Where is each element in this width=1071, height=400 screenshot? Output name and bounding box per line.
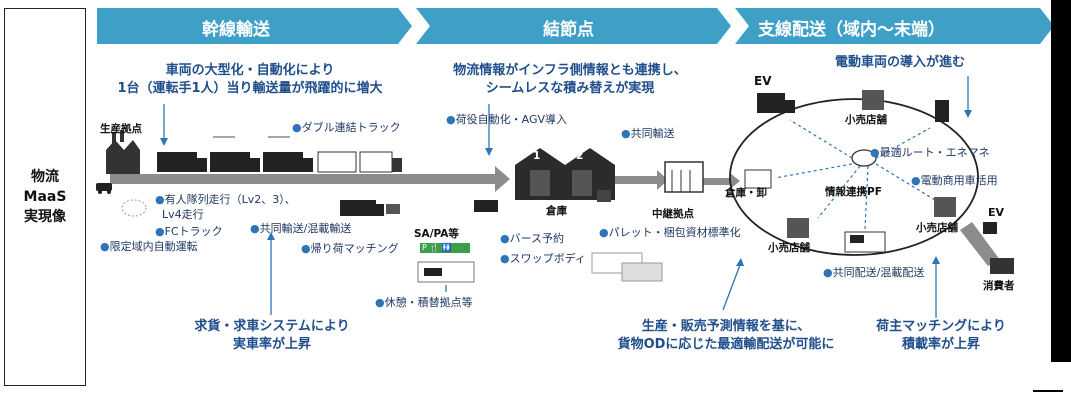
delivery-loop bbox=[729, 98, 979, 256]
bullet-joint-transport: ●共同輸送/混載輸送 bbox=[250, 222, 352, 235]
trunk-bottom-line2: 実車率が上昇 bbox=[232, 337, 311, 352]
sapa-parking bbox=[417, 261, 475, 283]
phase-label-node: 結節点 bbox=[543, 20, 594, 40]
bullet-limited-area: ●限定域内自動運転 bbox=[100, 240, 198, 253]
double-trailer-truck bbox=[317, 151, 402, 173]
phase-banner-node bbox=[416, 8, 731, 44]
right-edge-bar bbox=[1051, 0, 1071, 362]
branch-bottom-line1: 荷主マッチングにより bbox=[876, 319, 1006, 334]
node-wholesale: 倉庫・卸 bbox=[725, 187, 767, 199]
bullet-return-matching: ●帰り荷マッチング bbox=[301, 242, 399, 255]
info-links bbox=[774, 119, 936, 231]
bullet-berth: ●バース予約 bbox=[500, 232, 565, 245]
node-store-right: 小売店舗 bbox=[916, 222, 958, 234]
bullet-rest-area: ●休憩・積替拠点等 bbox=[375, 296, 473, 309]
bullet-platoon-lv4: Lv4走行 bbox=[162, 208, 204, 221]
node-consumer: 消費者 bbox=[983, 280, 1015, 292]
platoon-trucks bbox=[157, 136, 313, 172]
bottom-edge-line bbox=[1033, 390, 1063, 392]
factory-icon bbox=[106, 130, 140, 174]
trunk-bottom-line1: 求貨・求車システムにより bbox=[194, 319, 350, 334]
phase-label-branch: 支線配送（域内～末端） bbox=[758, 20, 945, 40]
ev-van-bottom bbox=[844, 231, 886, 253]
bullet-double-trailer: ●ダブル連結トラック bbox=[292, 121, 401, 134]
bullet-agv: ●荷役自動化・AGV導入 bbox=[446, 113, 567, 126]
branch-headline: 電動車両の導入が進む bbox=[834, 55, 965, 70]
node-bottom-line1: 生産・販売予測情報を基に、 bbox=[641, 319, 811, 334]
node-road bbox=[615, 176, 657, 184]
store-icon-left bbox=[787, 218, 809, 238]
node-headline-line2: シームレスな積み替えが実現 bbox=[485, 81, 655, 96]
node-relay: 中継拠点 bbox=[652, 208, 694, 220]
node-info-pf: 情報連携PF bbox=[825, 186, 882, 198]
store-icon-right bbox=[934, 197, 956, 217]
consumer-icon bbox=[990, 258, 1014, 274]
sapa-sign-icons: P 🍴 🚻 bbox=[422, 243, 452, 252]
bullet-swap-body: ●スワップボディ bbox=[500, 252, 586, 265]
trunk-headline-line1: 車両の大型化・自動化により bbox=[165, 63, 335, 78]
side-label-box: 物流 MaaS 実現像 bbox=[4, 8, 86, 386]
relay-building-icon bbox=[664, 161, 704, 193]
node-sapa: SA/PA等 bbox=[414, 228, 459, 240]
store-icon-top bbox=[862, 90, 884, 110]
side-label-text: 物流 MaaS 実現像 bbox=[23, 169, 67, 225]
node-small-truck bbox=[474, 200, 498, 212]
node-headline-line1: 物流情報がインフラ側情報とも連携し、 bbox=[453, 63, 687, 78]
consumer-road bbox=[960, 222, 1000, 266]
bullet-platoon: ●有人隊列走行（Lv2、3）、 bbox=[155, 193, 296, 206]
ev-label-top: EV bbox=[754, 74, 772, 88]
small-car-icon bbox=[96, 183, 112, 194]
matching-truck bbox=[340, 200, 400, 216]
ev-truck-top bbox=[757, 93, 795, 113]
ev-car-right bbox=[983, 222, 997, 234]
limited-area-circle bbox=[121, 199, 147, 217]
charger-icon bbox=[935, 100, 949, 122]
bullet-route: ●最適ルート・エネマネ bbox=[870, 146, 990, 159]
bullet-fc-truck: ●FCトラック bbox=[155, 225, 223, 238]
main-road-arrowhead bbox=[495, 166, 510, 192]
warehouse-number-1: 1 bbox=[533, 150, 541, 162]
phase-label-trunk: 幹線輸送 bbox=[202, 20, 270, 40]
ev-label-right: EV bbox=[988, 206, 1005, 219]
node-bottom-line2: 貨物ODに応じた最適輸配送が可能に bbox=[617, 337, 835, 352]
wholesale-icon bbox=[744, 169, 772, 189]
node-store-left: 小売店舗 bbox=[768, 242, 810, 254]
warehouse-number-2: 2 bbox=[576, 150, 584, 162]
relay-road bbox=[702, 178, 730, 185]
bullet-ev-commercial: ●電動商用車活用 bbox=[911, 174, 998, 187]
bullet-joint-delivery: ●共同配送/混載配送 bbox=[823, 266, 925, 279]
node-warehouse: 倉庫 bbox=[546, 205, 567, 217]
bullet-pallet: ●パレット・梱包資材標準化 bbox=[599, 226, 741, 239]
node-store-top: 小売店舗 bbox=[845, 114, 887, 126]
node-production: 生産拠点 bbox=[100, 123, 142, 135]
main-road bbox=[110, 174, 495, 184]
branch-bottom-line2: 積載率が上昇 bbox=[901, 337, 980, 352]
trunk-headline-line2: 1台（運転手1人）当り輸送量が飛躍的に増大 bbox=[117, 81, 383, 96]
phase-banner-trunk bbox=[97, 8, 412, 44]
bullet-node-joint: ●共同輸送 bbox=[621, 127, 675, 140]
phase-banner-branch bbox=[735, 8, 1054, 44]
swap-body-truck bbox=[591, 252, 663, 282]
warehouse-icon bbox=[515, 148, 615, 200]
forklift-icon bbox=[597, 190, 611, 202]
sapa-sign bbox=[420, 243, 470, 253]
